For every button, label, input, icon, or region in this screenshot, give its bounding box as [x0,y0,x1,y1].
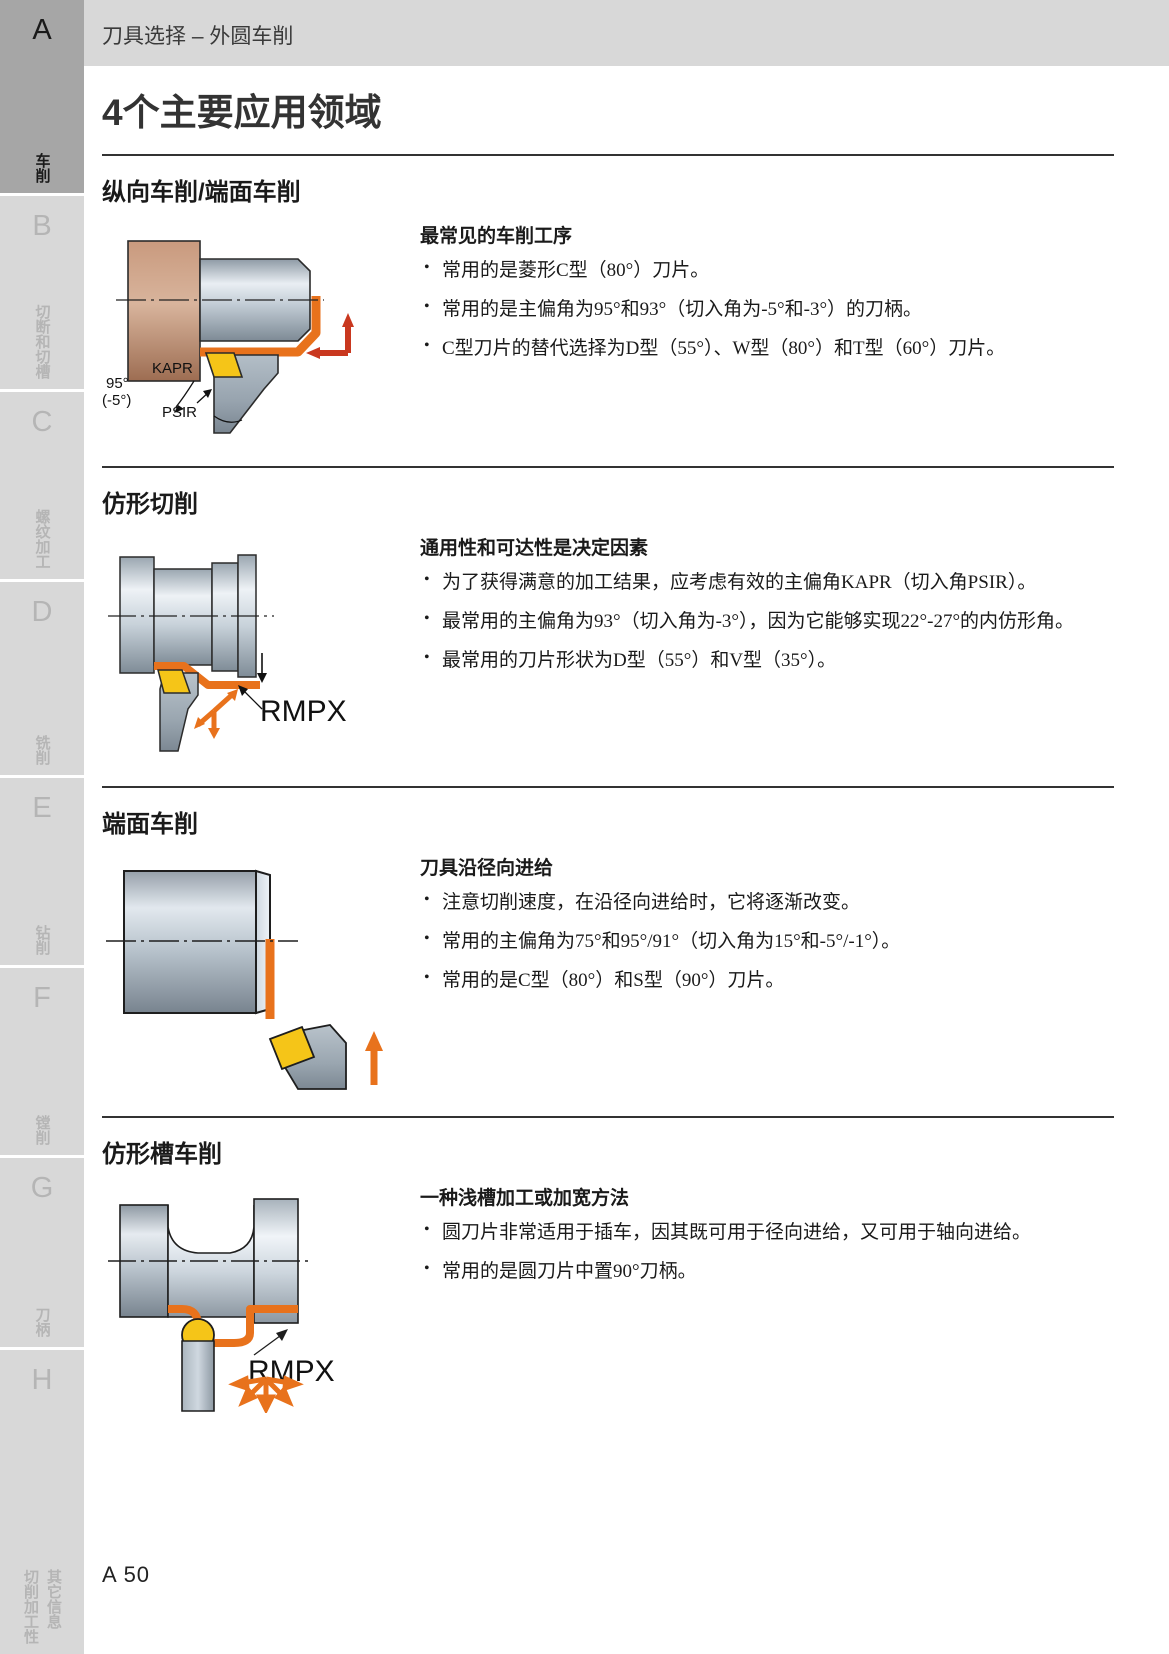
list-item: 为了获得满意的加工结果，应考虑有效的主偏角KAPR（切入角PSIR）。 [420,569,1114,597]
label-kapr: KAPR [152,360,193,377]
section-lead: 刀具沿径向进给 [420,858,554,879]
section-title: 端面车削 [102,811,198,838]
label-angle-neg5: (-5°) [102,392,131,409]
figure-face-turning [102,853,402,1098]
list-item: 常用的是C型（80°）和S型（90°）刀片。 [420,967,1114,995]
sidebar-item-h[interactable]: H 切削加工性 其它信息 [0,1350,84,1654]
sidebar-letter-g: G [30,1172,54,1204]
list-item: 圆刀片非常适用于插车，因其既可用于径向进给，又可用于轴向进给。 [420,1219,1114,1247]
sidebar-letter-f: F [33,982,51,1014]
sidebar-label-wrap-h: 切削加工性 其它信息 [0,1569,84,1644]
list-item: 常用的是圆刀片中置90°刀柄。 [420,1258,1114,1286]
sidebar-item-label-f: 镗削 [33,1115,51,1145]
sidebar-label-wrap-a: 车削 [0,153,84,183]
sidebar-letter-h: H [31,1364,53,1396]
text-column: 刀具沿径向进给 注意切削速度，在沿径向进给时，它将逐渐改变。 常用的主偏角为75… [420,853,1114,1007]
sidebar-item-label-b: 切断和切槽 [33,304,51,379]
section-title: 仿形切削 [102,491,198,518]
label-rmpx: RMPX [260,695,347,728]
page-number: A 50 [102,1562,151,1587]
bullet-list: 圆刀片非常适用于插车，因其既可用于径向进给，又可用于轴向进给。 常用的是圆刀片中… [420,1219,1114,1286]
sidebar-item-f[interactable]: F 镗削 [0,968,84,1158]
sidebar-item-d[interactable]: D 铣削 [0,582,84,778]
section-divider [102,786,1114,788]
label-angle-95: 95° [106,375,129,392]
list-item: 常用的是主偏角为95°和93°（切入角为-5°和-3°）的刀柄。 [420,296,1114,324]
text-column: 一种浅槽加工或加宽方法 圆刀片非常适用于插车，因其既可用于径向进给，又可用于轴向… [420,1183,1114,1298]
sidebar-label-wrap-g: 刀柄 [0,1307,84,1337]
text-column: 通用性和可达性是决定因素 为了获得满意的加工结果，应考虑有效的主偏角KAPR（切… [420,533,1114,687]
sidebar-item-a[interactable]: A 车削 [0,0,84,196]
sidebar-letter-b: B [32,210,52,242]
bullet-list: 常用的是菱形C型（80°）刀片。 常用的是主偏角为95°和93°（切入角为-5°… [420,257,1114,363]
section-face-turning: 端面车削 [102,786,1114,1103]
figure-profile-grooving: RMPX [102,1183,402,1413]
sidebar-item-label-d: 铣削 [33,735,51,765]
section-lead: 最常见的车削工序 [420,226,573,247]
section-divider [102,466,1114,468]
list-item: 最常用的主偏角为93°（切入角为-3°），因为它能够实现22°-27°的内仿形角… [420,608,1114,636]
sidebar-label-wrap-c: 螺纹加工 [0,509,84,569]
section-longitudinal-turning: 纵向车削/端面车削 [102,154,1114,441]
label-psir: PSIR [162,404,197,421]
sidebar-item-label-h2: 其它信息 [45,1569,62,1629]
section-title: 纵向车削/端面车削 [102,179,301,206]
list-item: 常用的是菱形C型（80°）刀片。 [420,257,1114,285]
sidebar-letter-c: C [31,406,53,438]
breadcrumb: 刀具选择 – 外圆车削 [102,25,294,48]
list-item: 最常用的刀片形状为D型（55°）和V型（35°）。 [420,647,1114,675]
section-profiling: 仿形切削 [102,466,1114,763]
sidebar-label-wrap-f: 镗削 [0,1115,84,1145]
sidebar-item-g[interactable]: G 刀柄 [0,1158,84,1350]
sidebar-item-c[interactable]: C 螺纹加工 [0,392,84,582]
page-title: 4个主要应用领域 [102,92,382,133]
sidebar-label-wrap-d: 铣削 [0,735,84,765]
sidebar-item-label-c: 螺纹加工 [33,509,51,569]
section-profile-grooving: 仿形槽车削 [102,1116,1114,1423]
sidebar-letter-e: E [32,792,52,824]
sidebar-label-wrap-b: 切断和切槽 [0,304,84,379]
page-header: 刀具选择 – 外圆车削 [84,0,1169,66]
section-lead: 通用性和可达性是决定因素 [420,538,649,559]
sidebar-item-label-a: 车削 [33,153,51,183]
bullet-list: 注意切削速度，在沿径向进给时，它将逐渐改变。 常用的主偏角为75°和95°/91… [420,889,1114,995]
sidebar-letter-d: D [31,596,53,628]
sidebar-item-label-e: 钻削 [33,925,51,955]
figure-longitudinal-turning: KAPR 95° (-5°) PSIR [102,221,402,436]
sidebar-tab-strip: A 车削 B 切断和切槽 C 螺纹加工 D 铣削 E 钻削 [0,0,84,1654]
section-divider [102,154,1114,156]
text-column: 最常见的车削工序 常用的是菱形C型（80°）刀片。 常用的是主偏角为95°和93… [420,221,1114,375]
page-content: 4个主要应用领域 纵向车削/端面车削 [84,66,1169,1654]
section-lead: 一种浅槽加工或加宽方法 [420,1188,630,1209]
sidebar-label-wrap-e: 钻削 [0,925,84,955]
sidebar-item-label-h: 切削加工性 [22,1569,39,1644]
figure-profiling: RMPX [102,533,402,758]
section-divider [102,1116,1114,1118]
sidebar-letter-a: A [32,14,52,46]
sidebar-item-label-g: 刀柄 [33,1307,51,1337]
sidebar-item-b[interactable]: B 切断和切槽 [0,196,84,392]
bullet-list: 为了获得满意的加工结果，应考虑有效的主偏角KAPR（切入角PSIR）。 最常用的… [420,569,1114,675]
list-item: 注意切削速度，在沿径向进给时，它将逐渐改变。 [420,889,1114,917]
list-item: C型刀片的替代选择为D型（55°）、W型（80°）和T型（60°）刀片。 [420,335,1114,363]
list-item: 常用的主偏角为75°和95°/91°（切入角为15°和-5°/-1°）。 [420,928,1114,956]
sidebar-item-e[interactable]: E 钻削 [0,778,84,968]
section-title: 仿形槽车削 [102,1141,222,1168]
